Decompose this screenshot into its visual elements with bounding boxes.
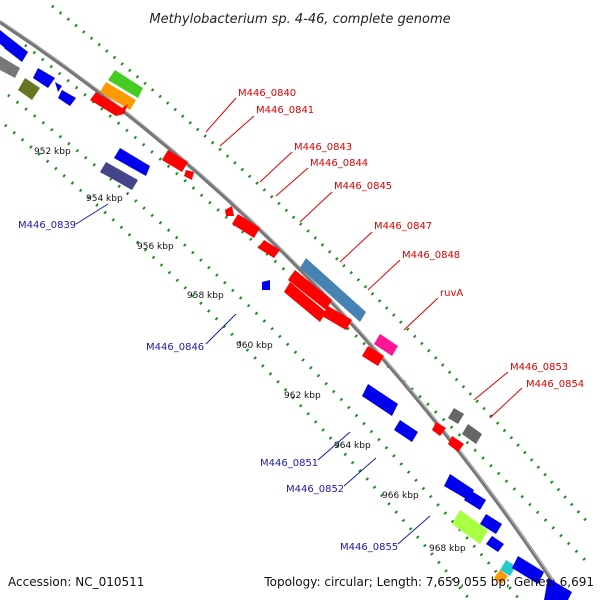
gene-red-0848-b bbox=[284, 282, 326, 322]
leader-0848 bbox=[367, 259, 401, 291]
gene-orange-top bbox=[100, 82, 136, 110]
gene-blue-bottom-3 bbox=[552, 592, 566, 600]
gene-label-0854: M446_0854 bbox=[526, 379, 584, 390]
gene-blue-0855-d bbox=[486, 536, 504, 552]
gene-label-0846: M446_0846 bbox=[146, 342, 204, 353]
gene-label-0845: M446_0845 bbox=[334, 181, 392, 192]
gene-grey-0853 bbox=[448, 408, 464, 424]
gene-blue-0839-a bbox=[114, 148, 150, 176]
gene-red-ruva-rev bbox=[362, 346, 384, 366]
tick-label: 956 kbp bbox=[137, 242, 174, 252]
gene-lime-0855 bbox=[452, 510, 488, 544]
gene-steelblue-0847 bbox=[300, 258, 366, 322]
gene-orange-bottom bbox=[494, 570, 508, 584]
gene-olive-left bbox=[18, 78, 40, 100]
tick-label: 958 kbp bbox=[187, 291, 224, 301]
gene-label-0855: M446_0855 bbox=[340, 542, 398, 553]
gene-red-0845 bbox=[258, 240, 280, 258]
leader-0846 bbox=[205, 313, 237, 345]
gene-label-0848: M446_0848 bbox=[402, 250, 460, 261]
leader-ruva bbox=[403, 297, 439, 331]
leader-0839 bbox=[75, 203, 109, 225]
gene-grey-0854 bbox=[462, 424, 482, 444]
leader-0851 bbox=[317, 431, 351, 461]
gene-label-0853: M446_0853 bbox=[510, 362, 568, 373]
leader-0841 bbox=[219, 115, 255, 147]
tick-label: 968 kbp bbox=[429, 544, 466, 554]
topology-text: Topology: circular; Length: 7,659,055 bp… bbox=[263, 575, 594, 589]
leader-0843 bbox=[259, 151, 293, 183]
tick-label: 952 kbp bbox=[34, 147, 71, 157]
gene-label-0843: M446_0843 bbox=[294, 142, 352, 153]
gene-navy-0839-b bbox=[100, 162, 138, 190]
gene-blue-left-1 bbox=[0, 30, 10, 48]
tick-label: 960 kbp bbox=[236, 341, 273, 351]
gene-blue-0855-b bbox=[464, 490, 486, 510]
gene-red-0854 bbox=[448, 436, 464, 452]
gene-red-0843 bbox=[225, 206, 234, 216]
gene-blue-left-2 bbox=[4, 38, 28, 62]
tick-label: 962 kbp bbox=[284, 391, 321, 401]
gene-red-0844 bbox=[232, 214, 260, 238]
gene-red-0848-a bbox=[288, 270, 332, 310]
gene-label-ruva: ruvA bbox=[440, 288, 463, 299]
leader-0855 bbox=[397, 515, 431, 545]
gene-green-top bbox=[108, 70, 143, 98]
gene-red-0853 bbox=[432, 422, 446, 436]
gene-blue-left-4 bbox=[58, 90, 76, 106]
gene-blue-0846 bbox=[262, 280, 270, 290]
gene-label-0851: M446_0851 bbox=[260, 458, 318, 469]
gene-label-0839: M446_0839 bbox=[18, 220, 76, 231]
gene-grey-left bbox=[0, 56, 20, 78]
genome-backbone bbox=[0, 20, 567, 600]
gene-red-0848-c bbox=[322, 306, 352, 330]
gene-label-0840: M446_0840 bbox=[238, 88, 296, 99]
gene-blue-left-3 bbox=[33, 68, 55, 88]
gene-label-0844: M446_0844 bbox=[310, 158, 368, 169]
gene-red-top bbox=[90, 92, 128, 116]
gene-blue-0851 bbox=[362, 384, 398, 416]
gene-pink-ruva bbox=[374, 334, 398, 356]
leader-0844 bbox=[275, 167, 309, 197]
gene-blue-0852 bbox=[394, 420, 418, 442]
gene-label-0852: M446_0852 bbox=[286, 484, 344, 495]
gene-cyan-bottom bbox=[500, 560, 516, 576]
page-title: Methylobacterium sp. 4-46, complete geno… bbox=[149, 12, 450, 27]
gene-label-0841: M446_0841 bbox=[256, 105, 314, 116]
tick-label: 966 kbp bbox=[382, 491, 419, 501]
leader-0840 bbox=[205, 97, 237, 133]
tick-label: 964 kbp bbox=[334, 441, 371, 451]
gene-blue-0855-c bbox=[480, 514, 502, 534]
leader-0854 bbox=[489, 387, 523, 419]
gene-red-0841 bbox=[184, 170, 194, 180]
gene-label-0847: M446_0847 bbox=[374, 221, 432, 232]
gene-blue-0855-a bbox=[444, 474, 474, 500]
leader-0847 bbox=[339, 231, 373, 263]
gene-red-0840 bbox=[162, 150, 188, 172]
leader-0852 bbox=[343, 457, 377, 487]
gene-blue-bottom-2 bbox=[544, 578, 572, 600]
leader-0853 bbox=[473, 371, 509, 401]
gene-blue-left-5 bbox=[55, 82, 62, 92]
gene-blue-bottom-1 bbox=[512, 556, 544, 584]
tick-label: 954 kbp bbox=[86, 194, 123, 204]
accession-text: Accession: NC_010511 bbox=[8, 575, 144, 589]
leader-0845 bbox=[299, 191, 333, 223]
gc-track-far bbox=[4, 123, 472, 600]
